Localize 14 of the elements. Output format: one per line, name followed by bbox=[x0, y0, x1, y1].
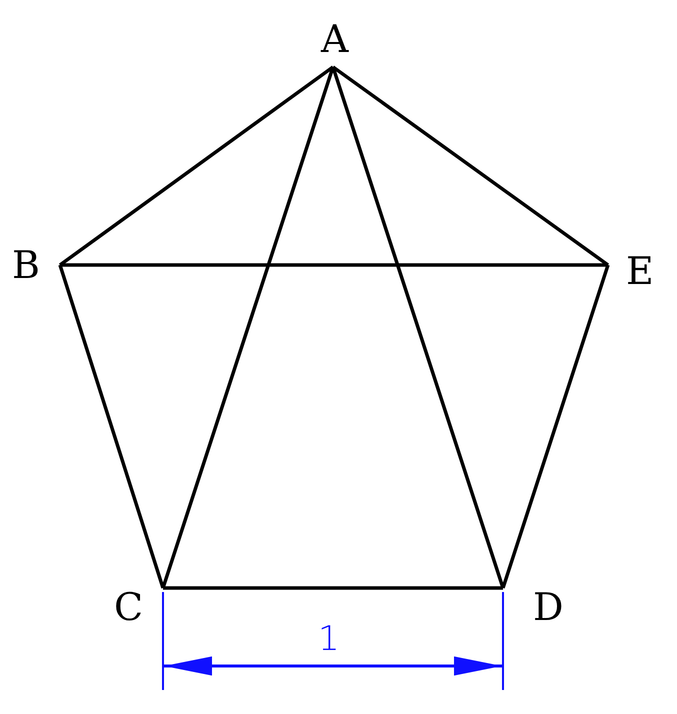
dimension-text: 1 bbox=[318, 620, 340, 658]
vertex-label: E bbox=[626, 252, 654, 290]
line-segment bbox=[331, 66, 505, 589]
line-segment bbox=[58, 264, 165, 589]
line-segment bbox=[60, 263, 608, 267]
vertex-label: D bbox=[533, 588, 564, 626]
line-segment bbox=[58, 66, 334, 266]
line-segment bbox=[501, 264, 610, 589]
line-segment bbox=[161, 66, 335, 589]
vertex-label: B bbox=[12, 246, 40, 284]
vertex-label: C bbox=[114, 588, 144, 626]
line-segment bbox=[163, 586, 503, 590]
vertex-label: A bbox=[321, 20, 348, 58]
line-segment bbox=[332, 66, 610, 266]
